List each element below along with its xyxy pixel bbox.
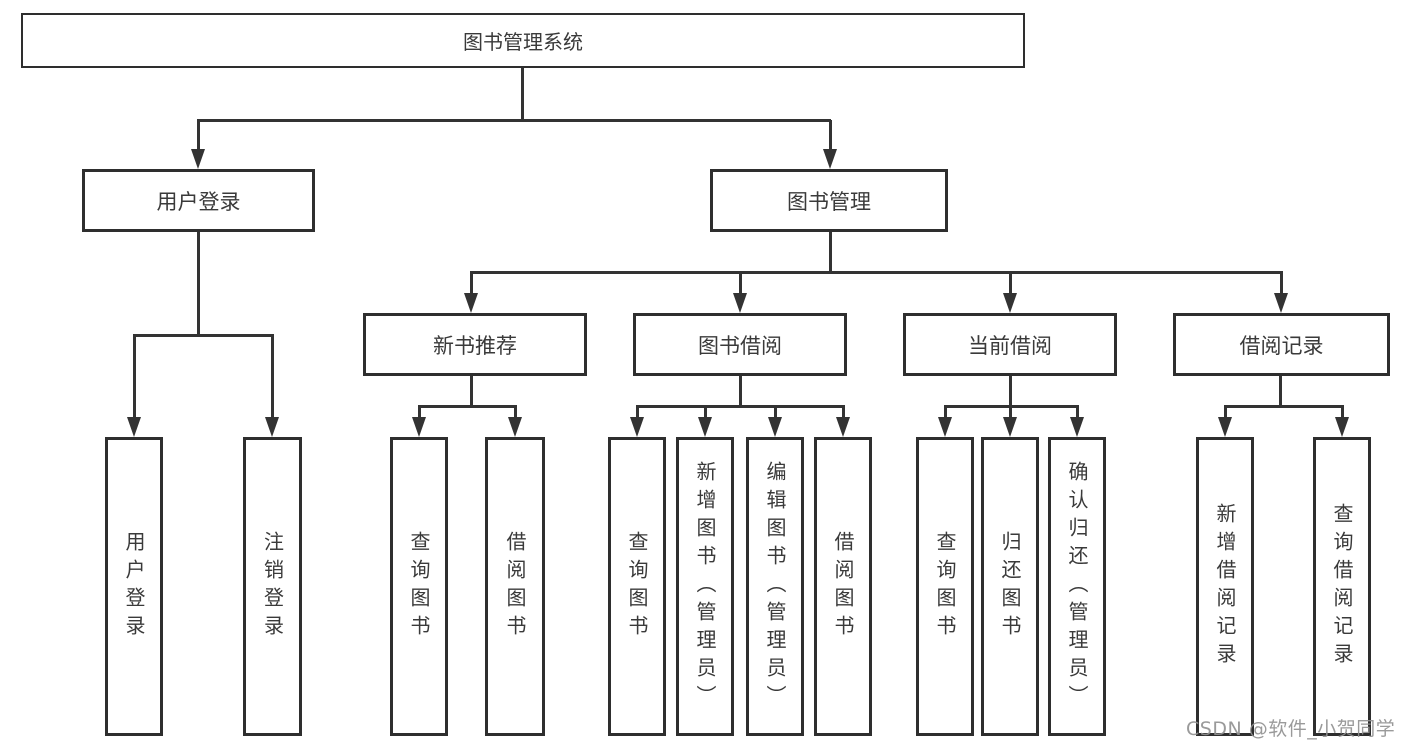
node-book-management: 图书管理	[710, 169, 948, 232]
leaf-add-borrow-record: 新增借阅记录	[1196, 437, 1254, 736]
leaf-borrow-book-recommend: 借阅图书	[485, 437, 545, 736]
connector-rail	[1224, 405, 1344, 408]
connector-drop	[739, 272, 742, 295]
connector-drop	[944, 406, 947, 419]
arrow-down-icon	[823, 149, 837, 169]
arrow-down-icon	[1274, 293, 1288, 313]
connector-rail	[470, 271, 1283, 274]
connector-drop	[1076, 406, 1079, 419]
connector-stem	[1009, 376, 1012, 407]
connector-stem	[470, 376, 473, 407]
arrow-down-icon	[412, 417, 426, 437]
leaf-user-login: 用户登录	[105, 437, 163, 736]
leaf-confirm-return-admin: 确认归还（管理员）	[1048, 437, 1106, 736]
arrow-down-icon	[1218, 417, 1232, 437]
arrow-down-icon	[836, 417, 850, 437]
connector-drop	[418, 406, 421, 419]
leaf-query-book-borrow: 查询图书	[608, 437, 666, 736]
leaf-borrow-book: 借阅图书	[814, 437, 872, 736]
connector-drop	[1224, 406, 1227, 419]
connector-drop	[133, 335, 136, 419]
arrow-down-icon	[733, 293, 747, 313]
node-user-login-group: 用户登录	[82, 169, 315, 232]
leaf-add-book-admin: 新增图书（管理员）	[676, 437, 734, 736]
arrow-down-icon	[508, 417, 522, 437]
connector-drop	[636, 406, 639, 419]
arrow-down-icon	[127, 417, 141, 437]
leaf-query-book-current: 查询图书	[916, 437, 974, 736]
leaf-logout: 注销登录	[243, 437, 302, 736]
connector-drop	[197, 120, 200, 151]
connector-stem	[1279, 376, 1282, 407]
connector-drop	[1009, 272, 1012, 295]
arrow-down-icon	[1003, 417, 1017, 437]
connector-drop	[1341, 406, 1344, 419]
connector-drop	[1009, 406, 1012, 419]
leaf-edit-book-admin: 编辑图书（管理员）	[746, 437, 804, 736]
connector-drop	[842, 406, 845, 419]
connector-drop	[271, 335, 274, 419]
connector-stem	[197, 232, 200, 336]
leaf-return-book: 归还图书	[981, 437, 1039, 736]
arrow-down-icon	[768, 417, 782, 437]
node-borrow-record: 借阅记录	[1173, 313, 1390, 376]
arrow-down-icon	[265, 417, 279, 437]
arrow-down-icon	[938, 417, 952, 437]
connector-drop	[704, 406, 707, 419]
arrow-down-icon	[1335, 417, 1349, 437]
leaf-query-borrow-record: 查询借阅记录	[1313, 437, 1371, 736]
connector-root-rail	[197, 119, 831, 122]
node-new-book-recommend: 新书推荐	[363, 313, 587, 376]
connector-drop	[514, 406, 517, 419]
connector-drop	[470, 272, 473, 295]
connector-drop	[774, 406, 777, 419]
connector-stem	[829, 232, 832, 273]
arrow-down-icon	[191, 149, 205, 169]
connector-rail	[133, 334, 274, 337]
arrow-down-icon	[630, 417, 644, 437]
leaf-query-book-recommend: 查询图书	[390, 437, 448, 736]
arrow-down-icon	[1003, 293, 1017, 313]
arrow-down-icon	[464, 293, 478, 313]
connector-drop	[1280, 272, 1283, 295]
node-library-management-system: 图书管理系统	[21, 13, 1025, 68]
connector-rail	[418, 405, 517, 408]
connector-drop	[829, 120, 832, 151]
csdn-watermark: CSDN @软件_小贺同学	[1186, 718, 1396, 740]
arrow-down-icon	[698, 417, 712, 437]
node-current-borrow: 当前借阅	[903, 313, 1117, 376]
connector-stem	[739, 376, 742, 407]
connector-root-stem	[521, 68, 524, 121]
connector-rail	[636, 405, 845, 408]
node-book-borrow: 图书借阅	[633, 313, 847, 376]
arrow-down-icon	[1070, 417, 1084, 437]
